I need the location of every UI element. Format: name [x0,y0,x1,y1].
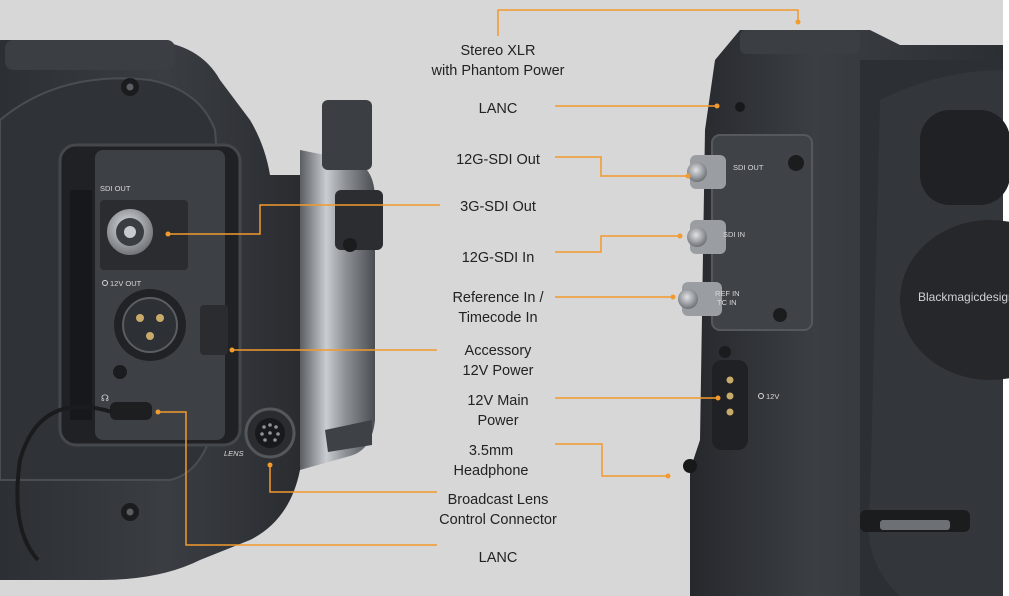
headphone-icon: ☊ [101,394,109,404]
left-12v-power-icon [102,280,108,286]
right-tc-in-print: TC IN [717,298,737,307]
right-sdi-out-print: SDI OUT [733,163,764,172]
label-12g-sdi-in: 12G-SDI In [461,250,535,266]
label-broadcast-lens: Broadcast Lens Control Connector [439,492,557,528]
label-reference-in: Reference In / Timecode In [452,290,544,326]
right-12v-power-icon [758,393,764,399]
label-12g-sdi-out: 12G-SDI Out [456,152,540,168]
label-headphone: 3.5mm Headphone [453,443,529,479]
label-stereo-xlr: Stereo XLR with Phantom Power [431,43,565,79]
callout-line-12g-sdi-in [555,235,680,253]
right-sdi-in-print: SDI IN [723,230,745,239]
brand-logo-text: Blackmagicdesign [918,290,1009,304]
label-accessory-12v: Accessory 12V Power [462,343,534,379]
side-panel-disc [900,220,1009,380]
right-12v-print: 12V [766,392,779,401]
label-lanc-top: LANC [478,101,518,117]
callout-line-lanc-bottom [158,411,437,546]
left-camera [0,40,383,580]
label-12v-main: 12V Main Power [467,393,529,429]
callout-line-broadcast-lens [269,465,437,493]
right-camera [678,30,1009,596]
headphone-plug [110,402,152,420]
right-ref-in-print: REF IN [715,289,740,298]
label-lanc-bottom: LANC [478,550,518,566]
left-lens-print: LENS [224,449,244,458]
label-3g-sdi-out: 3G-SDI Out [460,199,536,215]
left-12v-out-print: 12V OUT [110,279,142,288]
callout-line-stereo-xlr [497,9,799,36]
callout-line-3g-sdi-out [168,204,440,235]
sdi-bnc-stack [678,155,726,316]
callout-line-12g-sdi-out [555,156,688,177]
lanc-jack-right [735,102,745,112]
left-sdi-out-print: SDI OUT [100,184,131,193]
callout-line-headphone [555,443,668,477]
xlr-12v-main-connector [712,360,748,450]
headphone-jack-right [683,459,697,473]
callout-lines [158,9,799,546]
